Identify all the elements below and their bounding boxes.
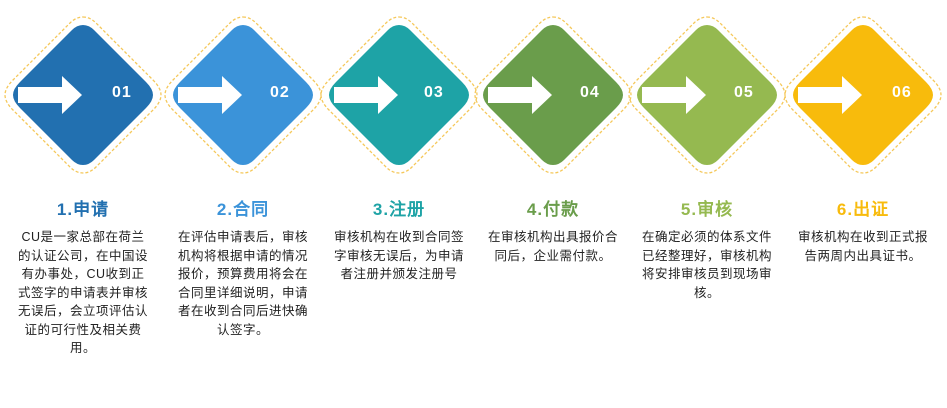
- arrow-right-icon: [178, 76, 242, 114]
- process-step-3: 03 3.注册审核机构在收到合同签字审核无误后，为申请者注册并颁发注册号: [320, 0, 478, 408]
- process-step-4: 04 4.付款在审核机构出具报价合同后，企业需付款。: [474, 0, 632, 408]
- step-title: 2.合同: [216, 200, 270, 219]
- process-step-1: 01 1.申请 CU是一家总部在荷兰的认证公司，在中国设有办事处，CU收到正式签字的…: [4, 0, 162, 408]
- step-title: 1.申请: [56, 200, 110, 219]
- step-title: 3.注册: [372, 200, 426, 219]
- step-title: 4.付款: [526, 200, 580, 219]
- step-number: 01: [112, 84, 132, 101]
- diamond-shape: [483, 25, 623, 165]
- step-title: 5.审核: [680, 200, 734, 219]
- step-diamond: [628, 14, 786, 176]
- dashed-outline: [4, 16, 162, 174]
- step-number: 04: [580, 84, 600, 101]
- dashed-outline: [320, 16, 478, 174]
- step-number: 06: [892, 84, 912, 101]
- step-diamond: [474, 14, 632, 176]
- step-diamond: [784, 14, 942, 176]
- step-description: CU是一家总部在荷兰的认证公司，在中国设有办事处，CU收到正式签字的申请表并审核…: [17, 230, 148, 355]
- step-title: 6.出证: [836, 200, 890, 219]
- step-number: 03: [424, 84, 444, 101]
- arrow-right-icon: [798, 76, 862, 114]
- process-step-2: 02 2.合同在评估申请表后，审核机构将根据申请的情况报价，预算费用将会在合同里详…: [164, 0, 322, 408]
- diamond-shape: [637, 25, 777, 165]
- diamond-shape: [13, 25, 153, 165]
- arrow-right-icon: [334, 76, 398, 114]
- step-diamond: [164, 14, 322, 176]
- arrow-right-icon: [18, 76, 82, 114]
- diamond-shape: [173, 25, 313, 165]
- step-description: 在审核机构出具报价合同后，企业需付款。: [487, 230, 618, 263]
- arrow-right-icon: [642, 76, 706, 114]
- step-description: 审核机构在收到合同签字审核无误后，为申请者注册并颁发注册号: [333, 230, 464, 281]
- step-description: 在评估申请表后，审核机构将根据申请的情况报价，预算费用将会在合同里详细说明，申请…: [177, 230, 308, 337]
- step-number: 02: [270, 84, 290, 101]
- step-diamond: [320, 14, 478, 176]
- step-description: 审核机构在收到正式报告两周内出具证书。: [797, 230, 928, 263]
- process-step-6: 06 6.出证审核机构在收到正式报告两周内出具证书。: [784, 0, 942, 408]
- dashed-outline: [784, 16, 942, 174]
- diamond-shape: [793, 25, 933, 165]
- dashed-outline: [164, 16, 322, 174]
- diamond-shape: [329, 25, 469, 165]
- dashed-outline: [474, 16, 632, 174]
- process-step-5: 05 5.审核在确定必须的体系文件已经整理好，审核机构将安排审核员到现场审核。: [628, 0, 786, 408]
- arrow-right-icon: [488, 76, 552, 114]
- step-diamond: [4, 14, 162, 176]
- dashed-outline: [628, 16, 786, 174]
- step-description: 在确定必须的体系文件已经整理好，审核机构将安排审核员到现场审核。: [641, 230, 772, 300]
- step-number: 05: [734, 84, 754, 101]
